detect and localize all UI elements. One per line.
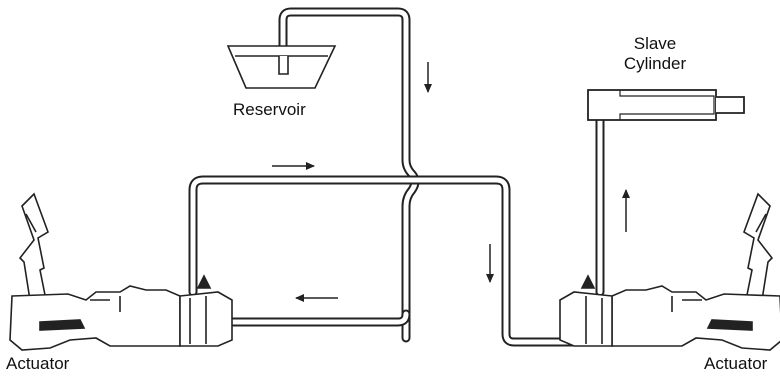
slave-cylinder-icon [587, 89, 745, 121]
slave-cylinder-label-line2: Cylinder [623, 54, 687, 73]
actuator-left-icon [9, 192, 233, 351]
flow-arrows [272, 62, 630, 302]
pipe-network [188, 7, 605, 347]
actuator-left-label: Actuator [6, 354, 70, 373]
slave-cylinder-label: Slave Cylinder [620, 34, 690, 74]
actuator-right-label: Actuator [704, 354, 768, 373]
slave-cylinder-label-line1: Slave [633, 34, 677, 53]
reservoir-icon [226, 45, 337, 89]
actuator-right-icon [559, 192, 780, 351]
reservoir-label: Reservoir [233, 100, 306, 119]
